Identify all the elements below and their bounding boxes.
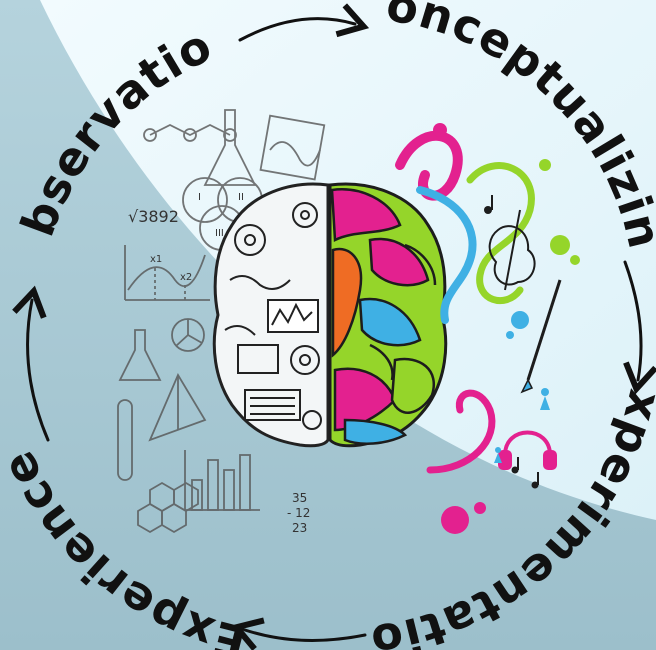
brain-icon [212, 182, 448, 448]
gear-icon [292, 202, 318, 228]
brain-colored-lobes [330, 188, 437, 445]
set-label-2: II [238, 192, 244, 203]
paintbrush-icon [526, 279, 562, 381]
molecule-icon [143, 123, 237, 142]
root-text: √3892 [128, 207, 179, 226]
magenta-splash-2 [474, 502, 486, 514]
cyan-splash-1 [511, 311, 529, 329]
x-label-2: x2 [180, 272, 192, 283]
math-annotations: √3892 I II III x1 x2 35 - 12 23 [128, 192, 310, 535]
pie-chart-icon [171, 318, 205, 352]
magenta-splash-3 [433, 123, 447, 137]
cyan-stream [416, 186, 477, 324]
addition-line-3: 23 [292, 521, 307, 535]
green-splash-1 [550, 235, 570, 255]
violin-outline [488, 209, 536, 291]
left-sketches [117, 109, 326, 534]
magenta-curl [426, 389, 496, 474]
brain-mechanical-details [224, 202, 322, 430]
graph-paper-icon [259, 114, 326, 181]
cyan-splash-2 [506, 331, 514, 339]
right-art-elements [395, 123, 580, 534]
pyramid-icon [148, 373, 207, 442]
x-label-1: x1 [150, 254, 162, 265]
arrow-conceptualizing-to-experimentation [623, 260, 656, 395]
music-notes [484, 195, 539, 489]
arrow-observation-to-conceptualizing [238, 3, 370, 42]
hexagon-lattice-icon [137, 481, 199, 534]
test-tube-icon [117, 399, 133, 481]
addition-line-1: 35 [292, 491, 307, 505]
set-label-1: I [198, 192, 201, 203]
arrow-experience-to-observation [12, 285, 50, 442]
bar-chart-icon [184, 450, 260, 511]
arrow-experimentation-to-experience [231, 617, 367, 650]
set-label-3: III [215, 228, 224, 239]
violin-icon [466, 162, 535, 305]
green-splash-3 [539, 159, 551, 171]
green-splash-2 [570, 255, 580, 265]
magenta-splash-1 [441, 506, 469, 534]
headphones-icon [498, 430, 557, 470]
erlenmeyer-icon [118, 329, 162, 381]
dancer-figures [494, 388, 550, 463]
line-plot-icon [124, 245, 210, 301]
addition-line-2: - 12 [287, 506, 310, 520]
cycle-arrows [12, 3, 656, 650]
